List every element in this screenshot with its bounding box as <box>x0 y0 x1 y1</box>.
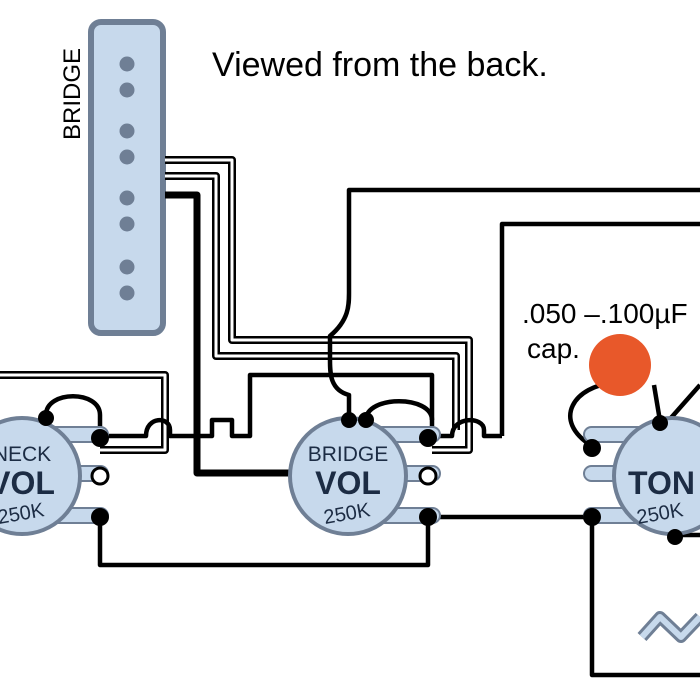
pole-piece <box>119 149 135 165</box>
solder-joint <box>419 429 437 447</box>
pickup-signal-wires <box>0 156 473 454</box>
capacitor-kind-label: cap. <box>527 333 580 364</box>
pole-piece <box>119 285 135 301</box>
bridge-pot-label-top: BRIDGE <box>308 443 389 466</box>
pole-piece <box>119 259 135 275</box>
tone-pot-label-main: TON <box>628 465 695 501</box>
pole-piece <box>119 216 135 232</box>
solder-joint <box>38 410 54 426</box>
pickup-ground-wire <box>165 191 344 477</box>
bridge-pickup: BRIDGE <box>59 19 166 336</box>
tone-capacitor: .050 –.100µF cap. <box>522 298 688 396</box>
pole-piece <box>119 82 135 98</box>
pole-piece <box>119 56 135 72</box>
pole-piece <box>119 123 135 139</box>
pickup-body <box>88 19 166 336</box>
view-note: Viewed from the back. <box>212 46 548 84</box>
pot-body <box>0 416 82 536</box>
solder-joint <box>583 508 601 526</box>
solder-joint <box>583 439 601 457</box>
neck-pot-label-main: VOL <box>0 465 55 501</box>
solder-joint <box>667 529 683 545</box>
capacitor-body <box>589 334 651 396</box>
solder-joint <box>91 508 109 526</box>
unused-lug-hole <box>90 466 110 486</box>
solder-joints <box>38 410 683 545</box>
tone-pot: TON 250K <box>583 416 700 536</box>
pickup-label: BRIDGE <box>59 48 86 140</box>
bridge-volume-pot: BRIDGE VOL 250K <box>288 416 441 536</box>
solder-joint <box>341 412 357 428</box>
solder-joint <box>419 508 437 526</box>
capacitor-value-label: .050 –.100µF <box>522 298 688 329</box>
solder-joint <box>91 429 109 447</box>
neck-volume-pot: NECK VOL 250K <box>0 416 109 536</box>
unused-lug-hole <box>418 466 438 486</box>
solder-joint <box>652 415 668 431</box>
neck-pot-label-top: NECK <box>0 443 51 466</box>
pole-piece <box>119 190 135 206</box>
bridge-pot-label-main: VOL <box>315 465 381 501</box>
solder-joint <box>358 412 374 428</box>
